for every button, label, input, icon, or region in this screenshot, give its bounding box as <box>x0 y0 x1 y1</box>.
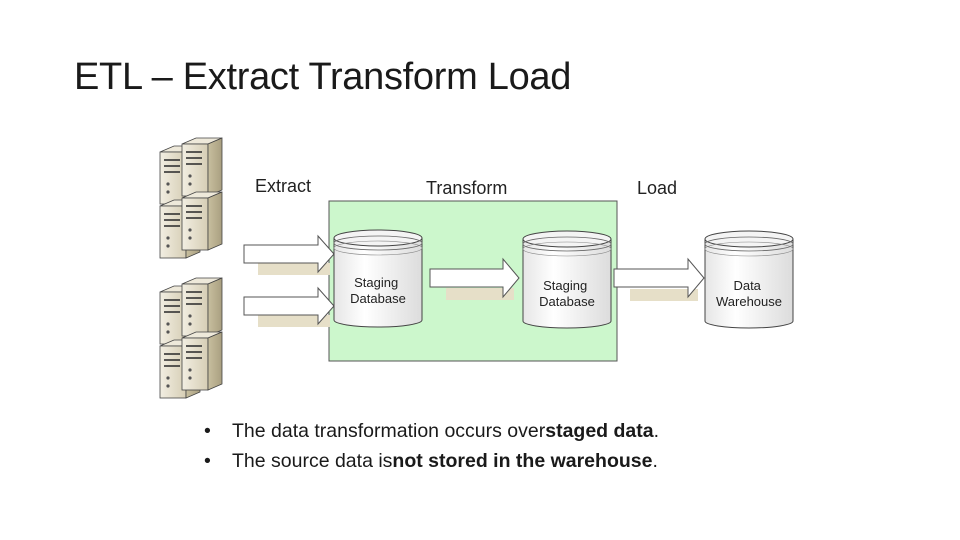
bullet-bold: not stored in the warehouse <box>392 450 653 472</box>
source-server-top-icon <box>160 138 222 258</box>
bullet-bold: staged data <box>545 420 654 442</box>
bullet-end: . <box>653 420 660 442</box>
extract-arrow-top <box>243 234 335 275</box>
bullet-item: • The data transformation occurs over st… <box>204 416 659 446</box>
bullet-item: • The source data is not stored in the w… <box>204 446 659 476</box>
load-arrow <box>613 257 705 301</box>
source-server-bottom-icon <box>160 278 222 398</box>
bullet-text: The data transformation occurs over <box>232 420 546 442</box>
bullet-list: • The data transformation occurs over st… <box>204 416 659 476</box>
bullet-dot: • <box>204 420 211 442</box>
bullet-text: The source data is <box>232 450 393 472</box>
data-warehouse-label: Data Warehouse <box>716 278 782 309</box>
staging-database-2-icon <box>522 230 612 329</box>
staging-database-1-icon <box>333 229 423 328</box>
stage-label-extract: Extract <box>255 176 311 196</box>
stage-label-transform: Transform <box>426 178 507 198</box>
transform-arrow <box>429 257 520 300</box>
extract-arrow-bottom <box>243 286 335 327</box>
staging-database-1-label: Staging Database <box>350 275 406 306</box>
stage-label-load: Load <box>637 178 677 198</box>
bullet-end: . <box>652 450 658 472</box>
staging-database-2-label: Staging Database <box>539 278 595 309</box>
data-warehouse-icon <box>704 230 794 329</box>
slide-title: ETL – Extract Transform Load <box>74 56 572 98</box>
bullet-dot: • <box>204 450 211 472</box>
